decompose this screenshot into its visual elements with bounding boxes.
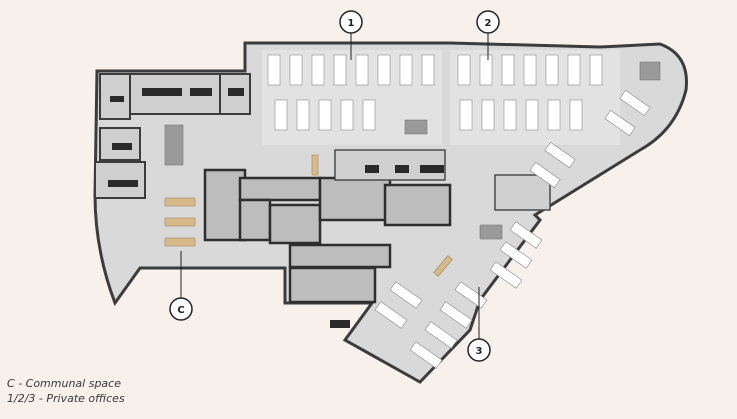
service-core (203, 168, 452, 304)
callout-label-3: 3 (476, 346, 483, 357)
callout-label-1: 1 (348, 18, 355, 29)
callout-label-c: C (177, 305, 184, 316)
callout-c: C (169, 251, 193, 321)
meeting-tables (108, 88, 444, 328)
desk-cluster-right (529, 89, 651, 189)
callout-label-2: 2 (485, 18, 492, 29)
legend-private: 1/2/3 - Private offices (7, 392, 125, 405)
callout-2: 2 (476, 10, 500, 60)
callout-1: 1 (339, 10, 363, 60)
callout-3: 3 (467, 287, 491, 362)
legend-communal: C - Communal space (7, 377, 121, 390)
desk-cluster-1 (267, 54, 435, 131)
communal-tables (164, 154, 453, 277)
desk-cluster-2 (457, 54, 603, 131)
lounge-seating (164, 61, 661, 240)
